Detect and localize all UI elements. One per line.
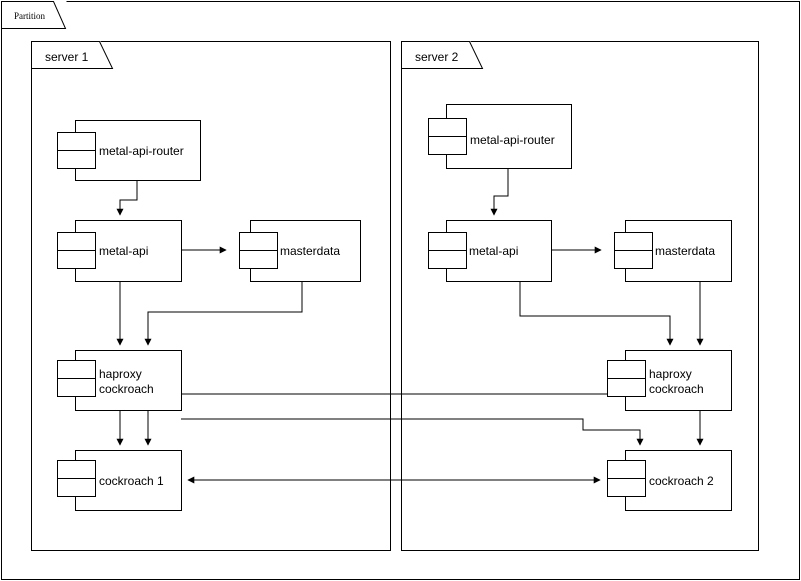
component-label: cockroach 1 bbox=[99, 474, 164, 488]
component-metal-api-2[interactable]: metal-api bbox=[428, 220, 552, 282]
component-masterdata-1[interactable]: masterdata bbox=[239, 220, 361, 282]
edge-layer bbox=[116, 168, 704, 484]
server-1-frame-label: server 1 bbox=[45, 50, 89, 64]
edge-masterdata1-to-haproxy1 bbox=[144, 281, 303, 346]
server-1-frame: server 1 bbox=[31, 41, 391, 551]
component-body bbox=[446, 104, 572, 169]
component-label-line-1: haproxy bbox=[99, 367, 142, 381]
component-cockroach-1[interactable]: cockroach 1 bbox=[57, 450, 182, 511]
component-label: metal-api bbox=[99, 244, 148, 258]
component-tab-lower bbox=[57, 478, 96, 497]
component-tab-lower bbox=[428, 136, 467, 155]
component-tab-lower bbox=[428, 250, 467, 269]
component-label-line-2: cockroach bbox=[99, 382, 154, 396]
component-tab-lower bbox=[57, 250, 96, 269]
component-tab-upper bbox=[614, 232, 653, 251]
component-label: masterdata bbox=[280, 244, 340, 258]
component-label-line-1: haproxy bbox=[649, 367, 692, 381]
component-masterdata-2[interactable]: masterdata bbox=[614, 220, 732, 282]
component-metal-api-router-1[interactable]: metal-api-router bbox=[57, 120, 201, 181]
component-haproxy-cockroach-1[interactable]: haproxy cockroach bbox=[57, 350, 182, 411]
server-2-frame-label: server 2 bbox=[415, 50, 459, 64]
component-tab-upper bbox=[57, 360, 96, 379]
component-tab-upper bbox=[57, 132, 96, 151]
server-1-frame-border bbox=[31, 41, 391, 551]
component-tab-upper bbox=[607, 460, 646, 479]
component-label-line-2: cockroach bbox=[649, 382, 704, 396]
component-haproxy-cockroach-2[interactable]: haproxy cockroach bbox=[607, 350, 732, 411]
component-tab-lower bbox=[614, 250, 653, 269]
component-tab-upper bbox=[57, 232, 96, 251]
component-tab-upper bbox=[428, 118, 467, 137]
component-tab-lower bbox=[607, 478, 646, 497]
edge-router1-to-metalapi1 bbox=[116, 180, 138, 216]
server-2-frame-border bbox=[401, 41, 759, 551]
component-tab-lower bbox=[57, 150, 96, 169]
partition-frame-tab bbox=[1, 1, 67, 29]
component-metal-api-1[interactable]: metal-api bbox=[57, 220, 182, 282]
component-tab-lower bbox=[57, 378, 96, 397]
edge-haproxy1-to-cockroach2 bbox=[181, 418, 644, 446]
component-label: masterdata bbox=[655, 244, 715, 258]
component-cockroach-2[interactable]: cockroach 2 bbox=[607, 450, 732, 511]
component-body bbox=[75, 120, 201, 181]
server-1-frame-tab bbox=[31, 41, 114, 69]
component-label: metal-api bbox=[469, 244, 518, 258]
server-2-frame-tab bbox=[401, 41, 484, 69]
component-tab-upper bbox=[607, 360, 646, 379]
partition-frame-label: Partition bbox=[14, 11, 45, 21]
component-tab-lower bbox=[607, 378, 646, 397]
component-label: cockroach 2 bbox=[649, 474, 714, 488]
component-tab-lower bbox=[239, 250, 278, 269]
component-tab-upper bbox=[239, 232, 278, 251]
component-tab-upper bbox=[57, 460, 96, 479]
component-tab-upper bbox=[428, 232, 467, 251]
component-label: metal-api-router bbox=[470, 133, 555, 147]
edge-metalapi2-to-haproxy2 bbox=[519, 281, 674, 346]
server-2-frame: server 2 bbox=[401, 41, 759, 551]
component-label: metal-api-router bbox=[99, 144, 184, 158]
edge-router2-to-metalapi2 bbox=[490, 168, 509, 216]
component-metal-api-router-2[interactable]: metal-api-router bbox=[428, 104, 572, 169]
